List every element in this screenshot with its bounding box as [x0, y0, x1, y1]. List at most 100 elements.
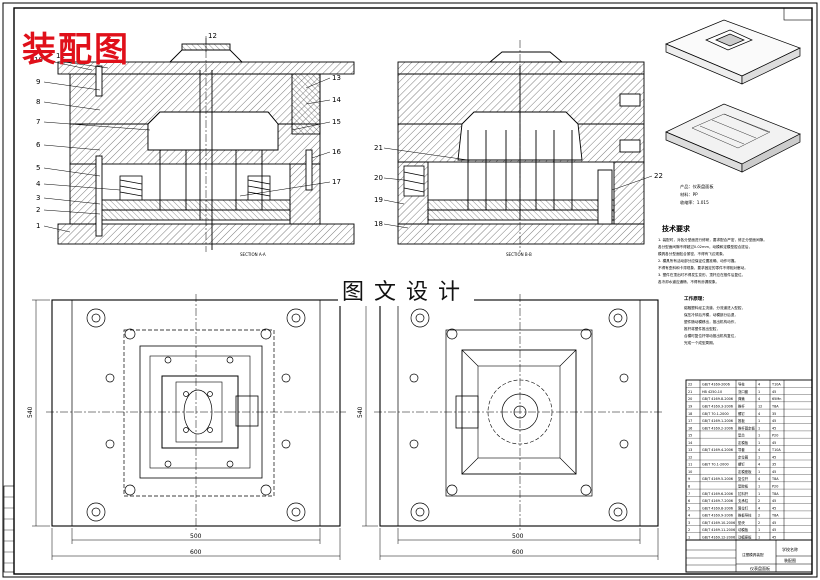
bom-cell: 4	[758, 477, 760, 481]
bom-cell: GB/T 4169.11-2006	[702, 528, 735, 532]
bom-cell: 支承柱	[738, 498, 749, 503]
balloon-7: 7	[36, 118, 40, 126]
bom-cell: 导柱	[738, 382, 745, 387]
bom-cell: GB/T 4169-2006	[702, 383, 730, 387]
bom-cell: 7	[688, 492, 690, 496]
corner-mark	[783, 7, 813, 21]
bom-cell: 1	[758, 419, 760, 423]
bom-cell: 复位杆	[738, 476, 749, 481]
bom-cell: 推板导柱	[738, 513, 752, 518]
bom-cell: 45	[772, 426, 776, 430]
left-inner-width-dim: 500	[190, 533, 202, 540]
bom-cell: 动模座板	[738, 534, 752, 539]
bom-cell: 4	[758, 463, 760, 467]
balloon-5: 5	[36, 164, 40, 172]
product-material: 材料：PP	[680, 191, 698, 198]
bom-cell: GB/T 4169.4-2006	[702, 448, 733, 452]
plan-left-dims	[32, 299, 341, 560]
tech-line: 3. 塑件在顶出时不得发生变形，顶杆应在推件后复位。	[658, 272, 745, 277]
bom-cell: 2	[688, 528, 690, 532]
balloon-10: 10	[34, 56, 43, 64]
tech-line: 各冷却水道应通畅，不得有渗漏现象。	[658, 279, 719, 284]
bom-cell: 17	[688, 419, 692, 423]
bom-cell: 35	[772, 463, 776, 467]
bom-cell: 15	[688, 434, 692, 438]
title-block-school: 学校名称	[782, 546, 798, 552]
balloon-22: 22	[654, 172, 663, 180]
bom-cell: 1	[758, 484, 760, 488]
bom-cell: 45	[772, 528, 776, 532]
title-block	[685, 539, 813, 573]
balloon-6: 6	[36, 141, 41, 149]
bom-cell: 45	[772, 521, 776, 525]
section-a-leaders	[43, 38, 331, 233]
bom-cell: 4	[758, 397, 760, 401]
inner-border	[13, 7, 813, 575]
balloon-4: 4	[36, 180, 41, 188]
right-outer-width-dim: 600	[512, 549, 524, 556]
balloon-16: 16	[332, 148, 341, 156]
tech-line: 各分型面间隙不得超过0.02mm，动模和定模型腔合拢后，	[658, 244, 752, 249]
section-a-label: SECTION A-A	[240, 252, 266, 257]
bom-cell: 45	[772, 419, 776, 423]
bom-cell: 4	[758, 383, 760, 387]
section-b-leaders	[383, 147, 653, 229]
work-line: 保压冷却后开模，动模部分后退，	[684, 312, 738, 317]
bom-cell: 10	[688, 470, 692, 474]
bom-cell: 定模板	[738, 440, 749, 445]
bom-cell: HB 4250-10	[702, 390, 722, 394]
bom-cell: 21	[688, 390, 692, 394]
product-shrink: 收缩率：1.015	[680, 199, 709, 206]
balloon-14: 14	[332, 96, 341, 104]
part-isometric-top	[665, 19, 801, 85]
bom-cell: GB/T 4169.5-2006	[702, 477, 733, 481]
bom-cell: 65Mn	[772, 397, 781, 401]
section-a-balloons: 10 11 12 13 9 8 14 7 15 6 16 5 4 17 3 2 …	[34, 32, 341, 230]
bom-cell: 6	[688, 499, 690, 503]
tech-line: 2. 模具所有活动部分应保证位置准确、动作可靠。	[658, 258, 738, 263]
part-isometric-bottom	[665, 103, 801, 173]
balloon-11: 11	[56, 52, 65, 60]
bom-cell: 1	[758, 455, 760, 459]
plan-view-right	[374, 294, 664, 532]
drawing-title: 装配图	[22, 30, 130, 70]
work-line: 完成一个成型周期。	[684, 340, 716, 345]
bom-cell: GB/T 4169.8-2006	[702, 506, 733, 510]
bom-cell: 1	[758, 390, 760, 394]
bom-cell: 螺钉	[738, 462, 745, 467]
bom-cell: T10A	[771, 383, 781, 387]
bom-cell: 9	[688, 477, 690, 481]
balloon-15: 15	[332, 118, 341, 126]
bom-cell: GB/T 4169.10-2006	[702, 521, 735, 525]
balloon-17: 17	[332, 178, 341, 186]
bom-cell: 45	[772, 499, 776, 503]
balloon-18: 18	[374, 220, 383, 228]
work-lines: 熔融塑料经主流道、分流道进入型腔， 保压冷却后开模，动模部分后退， 塑件随动模移…	[684, 305, 745, 345]
plan-right-dims	[362, 299, 659, 560]
bom-cell: T8A	[771, 477, 779, 481]
bom-cell: 拉料杆	[738, 491, 749, 496]
bom-cell: 1	[758, 535, 760, 539]
balloon-2: 2	[36, 206, 40, 214]
bom-cell: GB/T 70.1-2000	[702, 463, 729, 467]
bom-cell: 11	[688, 463, 692, 467]
bom-cell: T8A	[771, 514, 779, 518]
bom-cell: GB/T 4169.2-2006	[702, 426, 733, 430]
bom-cell: 8	[688, 484, 690, 488]
bom-cell: 型腔板	[738, 483, 749, 488]
plan-view-left	[46, 294, 346, 532]
watermark-caption: 图文设计	[338, 274, 475, 306]
bom-cell: 45	[772, 455, 776, 459]
bom-cell: GB/T 4169.7-2006	[702, 499, 733, 503]
section-b-view	[397, 40, 645, 252]
bom-cell: 1	[758, 528, 760, 532]
product-name: 产品：仪表盘面板	[680, 183, 714, 190]
bom-cell: GB/T 4169.9-2006	[702, 514, 733, 518]
work-line: 塑件随动模移出，推出机构动作，	[684, 319, 738, 324]
bom-cell: 3	[688, 521, 690, 525]
bom-cell: 45	[772, 506, 776, 510]
bom-cell: 5	[688, 506, 690, 510]
bom-cell: 推板	[738, 418, 745, 423]
